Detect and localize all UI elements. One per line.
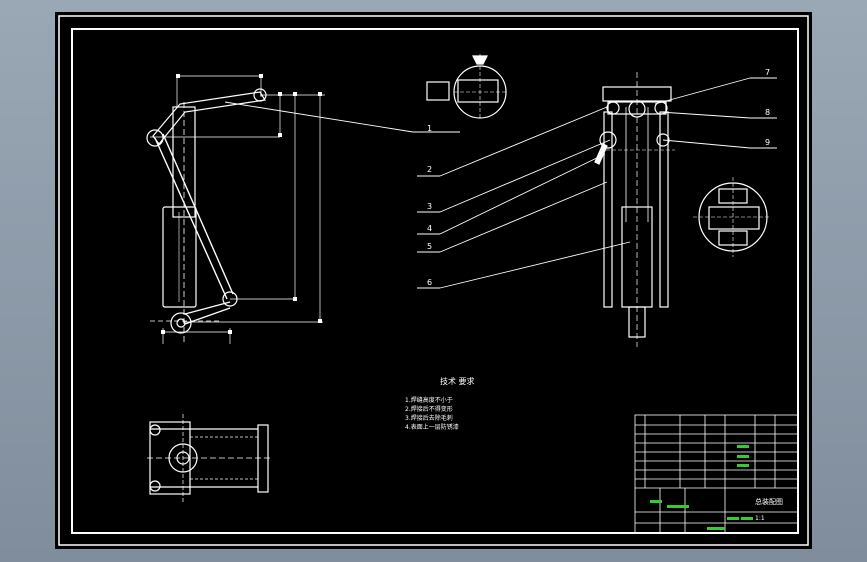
leader-number-7: 7: [765, 68, 770, 77]
cad-drawing: 1 2 3 4 5 6 7 8 9 技术 要求 1.焊缝高度不小于 2.焊接后不…: [58, 15, 809, 546]
top-view: [147, 414, 273, 504]
outer-frame: [58, 15, 809, 546]
leader-numbers: 1 2 3 4 5 6 7 8 9: [427, 68, 770, 287]
leader-number-3: 3: [427, 202, 432, 211]
drawing-sheet: 1 2 3 4 5 6 7 8 9 技术 要求 1.焊缝高度不小于 2.焊接后不…: [55, 12, 812, 549]
tech-req-line-1: 1.焊缝高度不小于: [405, 396, 453, 404]
leader-number-1: 1: [427, 124, 432, 133]
tech-req-line-2: 2.焊接后不得变形: [405, 405, 453, 413]
front-view: [146, 74, 325, 344]
leader-lines: [224, 77, 777, 289]
title-block-green-fills: [650, 445, 753, 530]
detail-view-a: [426, 54, 507, 120]
tech-req-line-4: 4.表面上一层防锈漆: [405, 423, 459, 431]
leader-number-9: 9: [765, 138, 770, 147]
leader-number-2: 2: [427, 165, 432, 174]
inner-frame: [71, 28, 799, 534]
side-view: [594, 72, 675, 347]
leader-number-5: 5: [427, 242, 432, 251]
tech-req-title: 技术 要求: [440, 376, 475, 386]
technical-requirements: 技术 要求 1.焊缝高度不小于 2.焊接后不得变形 3.焊接后去除毛刺 4.表面…: [405, 376, 475, 431]
title-block-drawing-title: 总装配图: [755, 497, 783, 506]
tech-req-line-3: 3.焊接后去除毛刺: [405, 414, 453, 422]
leader-number-4: 4: [427, 224, 432, 233]
title-block-scale: 1:1: [755, 515, 765, 522]
title-block: [634, 414, 799, 534]
leader-number-8: 8: [765, 108, 770, 117]
leader-number-6: 6: [427, 278, 432, 287]
detail-view-b: [693, 177, 771, 257]
front-view-dim-ticks: [161, 74, 322, 334]
